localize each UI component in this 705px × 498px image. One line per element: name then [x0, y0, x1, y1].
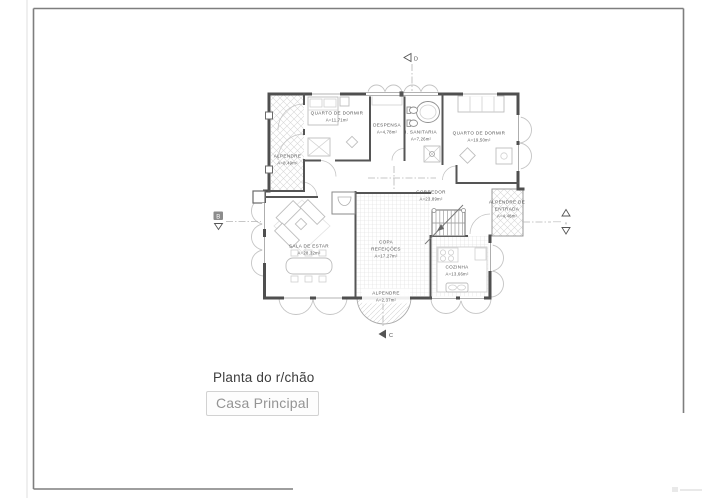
- room-area-sanitaria: A=7,26m²: [411, 137, 432, 142]
- room-label-cozinha: COZINHA: [445, 265, 469, 270]
- porch-left-hatch: [271, 95, 304, 191]
- section-arrow-c-icon: [378, 329, 386, 339]
- section-label-b: B: [216, 215, 220, 221]
- section-arrow-a-up-icon: [561, 208, 571, 217]
- chimney-nub: [252, 190, 266, 204]
- furniture: [273, 95, 513, 293]
- room-label-alpendre-esq: ALPENDRE: [274, 154, 302, 159]
- stairs-direction-arrow: [424, 204, 464, 245]
- room-label-sanitaria: I. SANITARIA: [405, 130, 438, 135]
- room-label-entrada-2: ENTRADA: [495, 207, 520, 212]
- page-title: Planta do r/chão: [213, 370, 315, 385]
- room-area-despensa: A=4,78m²: [377, 130, 398, 135]
- room-label-alpendre-sul: ALPENDRE: [372, 291, 400, 296]
- room-label-quarto1: QUARTO DE DORMIR: [311, 111, 364, 116]
- room-labels: QUARTO DE DORMIR A=11,71m² DESPENSA A=4,…: [274, 111, 525, 304]
- room-label-copa-1: COPA: [379, 240, 394, 245]
- room-area-entrada: A=4,48m²: [497, 214, 518, 219]
- room-label-quarto2: QUARTO DE DORMIR: [453, 131, 506, 136]
- room-area-sala: A=28,32m²: [298, 251, 321, 256]
- page-subtitle[interactable]: Casa Principal: [206, 391, 320, 416]
- entry-porch-hatch: [491, 188, 524, 237]
- room-area-quarto2: A=19,50m²: [468, 138, 491, 143]
- room-area-copa: A=17,27m²: [375, 254, 398, 259]
- door-swings: [277, 103, 491, 235]
- center-lines: [226, 64, 551, 327]
- room-area-alpendre-esq: A=8,49m²: [277, 161, 298, 166]
- room-area-quarto1: A=11,71m²: [326, 118, 349, 123]
- stairs: [424, 204, 466, 245]
- room-area-corredor: A=23,89m²: [420, 197, 443, 202]
- section-arrow-b-icon: [213, 223, 224, 231]
- porch-column: [265, 165, 273, 174]
- windows: [262, 91, 521, 301]
- room-area-cozinha: A=13,66m²: [446, 272, 469, 277]
- room-label-despensa: DESPENSA: [373, 123, 401, 128]
- room-label-entrada-1: ALPENDRE DE: [489, 200, 525, 205]
- section-arrow-d-icon: [403, 52, 412, 63]
- section-label-d: D: [414, 57, 418, 63]
- sheet-frame: [26, 0, 685, 498]
- room-label-sala: SALA DE ESTAR: [289, 244, 329, 249]
- section-markers: D B C A: [213, 52, 571, 339]
- watermark: [672, 487, 702, 493]
- south-porch-fan: [356, 296, 412, 325]
- room-area-alpendre-sul: A=2,37m²: [376, 298, 397, 303]
- section-arrow-a-down-icon: [561, 227, 571, 235]
- fireplace: [331, 191, 356, 215]
- porch-column: [265, 111, 273, 120]
- bathroom-fixtures: [406, 101, 441, 163]
- section-box-b-icon: [213, 211, 223, 220]
- room-label-corredor: CORREDOR: [416, 190, 446, 195]
- section-label-c: C: [389, 333, 393, 339]
- section-label-a: A: [565, 222, 568, 226]
- room-label-copa-2: REFEIÇÕES: [371, 246, 401, 252]
- copa-floor-hatch: [356, 193, 430, 296]
